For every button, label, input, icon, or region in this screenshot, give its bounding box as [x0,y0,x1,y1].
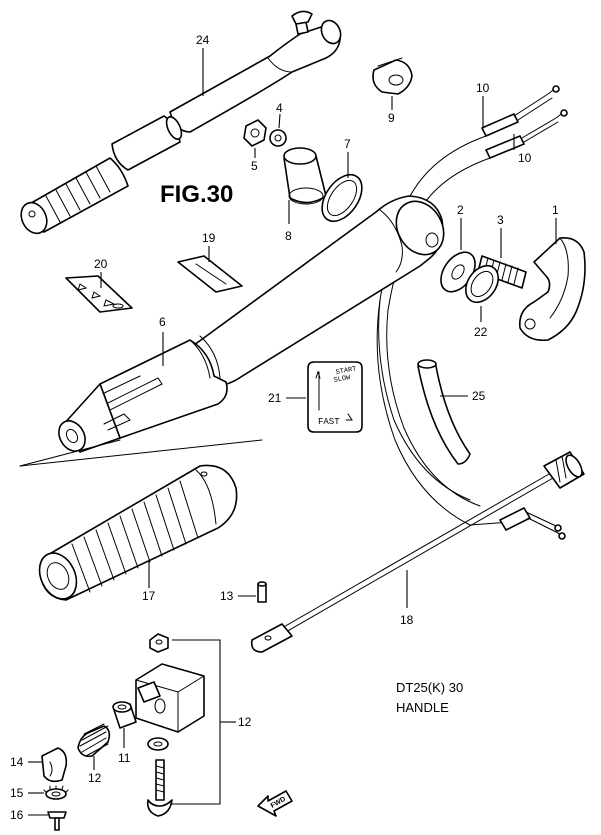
label-17: 16 [10,808,48,822]
label-11: 11 [118,728,131,765]
part-19-link-rod[interactable] [250,451,585,653]
label-14: 13 [220,589,256,603]
caption-model: DT25(K) 30 [396,680,463,695]
part-8-bushing[interactable] [283,147,327,205]
svg-text:2: 2 [457,203,464,217]
svg-text:14: 14 [10,755,24,769]
svg-text:17: 17 [142,589,156,603]
part-24-throttle-tube[interactable] [16,10,344,237]
part-20-label-strip[interactable] [177,255,243,293]
part-22-speed-label[interactable]: START SLOW FAST [307,361,363,433]
label-5: 5 [251,148,258,173]
label-25: 25 [440,389,486,403]
svg-text:15: 15 [10,786,24,800]
label-21: 20 [94,257,108,288]
svg-text:1: 1 [552,203,559,217]
label-23: 22 [474,306,488,339]
part-1-cover[interactable] [518,236,586,342]
part-17-screw[interactable] [47,811,67,831]
label-22: 21 [268,391,306,405]
label-10a: 10 [476,81,490,128]
label-9: 9 [388,96,395,125]
svg-text:12: 12 [238,715,252,729]
part-18-grip[interactable] [32,464,238,604]
svg-text:11: 11 [118,751,131,765]
label-10b: 10 [513,134,532,165]
label-22-fast-text: FAST [318,417,340,427]
svg-text:9: 9 [388,111,395,125]
label-13-text: 12 [88,771,102,785]
label-8: 8 [285,200,292,243]
projection-lines [19,439,263,467]
label-20: 19 [202,231,216,262]
label-22-start-text: START [335,365,357,377]
part-3-stud[interactable] [477,255,527,289]
part-21-decal[interactable] [65,275,133,313]
figure-title: FIG.30 [160,181,233,208]
part-12-friction-assembly[interactable] [135,633,236,817]
label-4: 4 [276,101,283,129]
svg-text:3: 3 [497,213,504,227]
label-12: 12 [238,715,252,729]
label-22-slow-text: SLOW [333,374,352,385]
label-18: 17 [142,560,156,603]
part-25-hose[interactable] [417,359,471,465]
svg-text:24: 24 [196,33,210,47]
svg-text:22: 22 [474,325,488,339]
label-1: 1 [552,203,559,244]
svg-text:5: 5 [251,159,258,173]
part-7-ring[interactable] [314,168,370,229]
svg-text:8: 8 [285,229,292,243]
svg-text:4: 4 [276,101,283,115]
label-7: 7 [344,137,351,178]
label-24: 24 [196,33,210,96]
part-5-nut[interactable] [243,119,267,147]
svg-text:19: 19 [202,231,216,245]
label-3: 3 [497,213,504,258]
label-15: 14 [10,755,42,769]
part-23-wave-washer[interactable] [459,260,505,309]
svg-text:6: 6 [159,315,166,329]
svg-text:18: 18 [400,613,414,627]
part-4-washer[interactable] [269,129,287,147]
svg-text:20: 20 [94,257,108,271]
part-13-spring[interactable] [77,723,111,758]
part-6-handle-body[interactable] [54,193,453,456]
fwd-arrow-icon: FWD [257,790,293,817]
label-16: 15 [10,786,44,800]
svg-text:16: 16 [10,808,24,822]
part-11-collar[interactable] [112,701,137,729]
svg-text:10: 10 [476,81,490,95]
part-10-throttle-cables[interactable] [481,85,568,159]
part-15-clip[interactable] [41,747,68,783]
part-14-pin[interactable] [257,581,267,603]
svg-text:10: 10 [518,151,532,165]
svg-text:13: 13 [220,589,234,603]
svg-text:25: 25 [472,389,486,403]
svg-text:7: 7 [344,137,351,151]
svg-text:21: 21 [268,391,282,405]
cable-run [376,135,511,526]
caption-name: HANDLE [396,700,449,715]
part-9-grommet[interactable] [372,57,413,95]
label-19: 18 [400,570,414,627]
part-16-lockwasher[interactable] [43,785,69,800]
label-2: 2 [457,203,464,250]
label-6: 6 [159,315,166,366]
